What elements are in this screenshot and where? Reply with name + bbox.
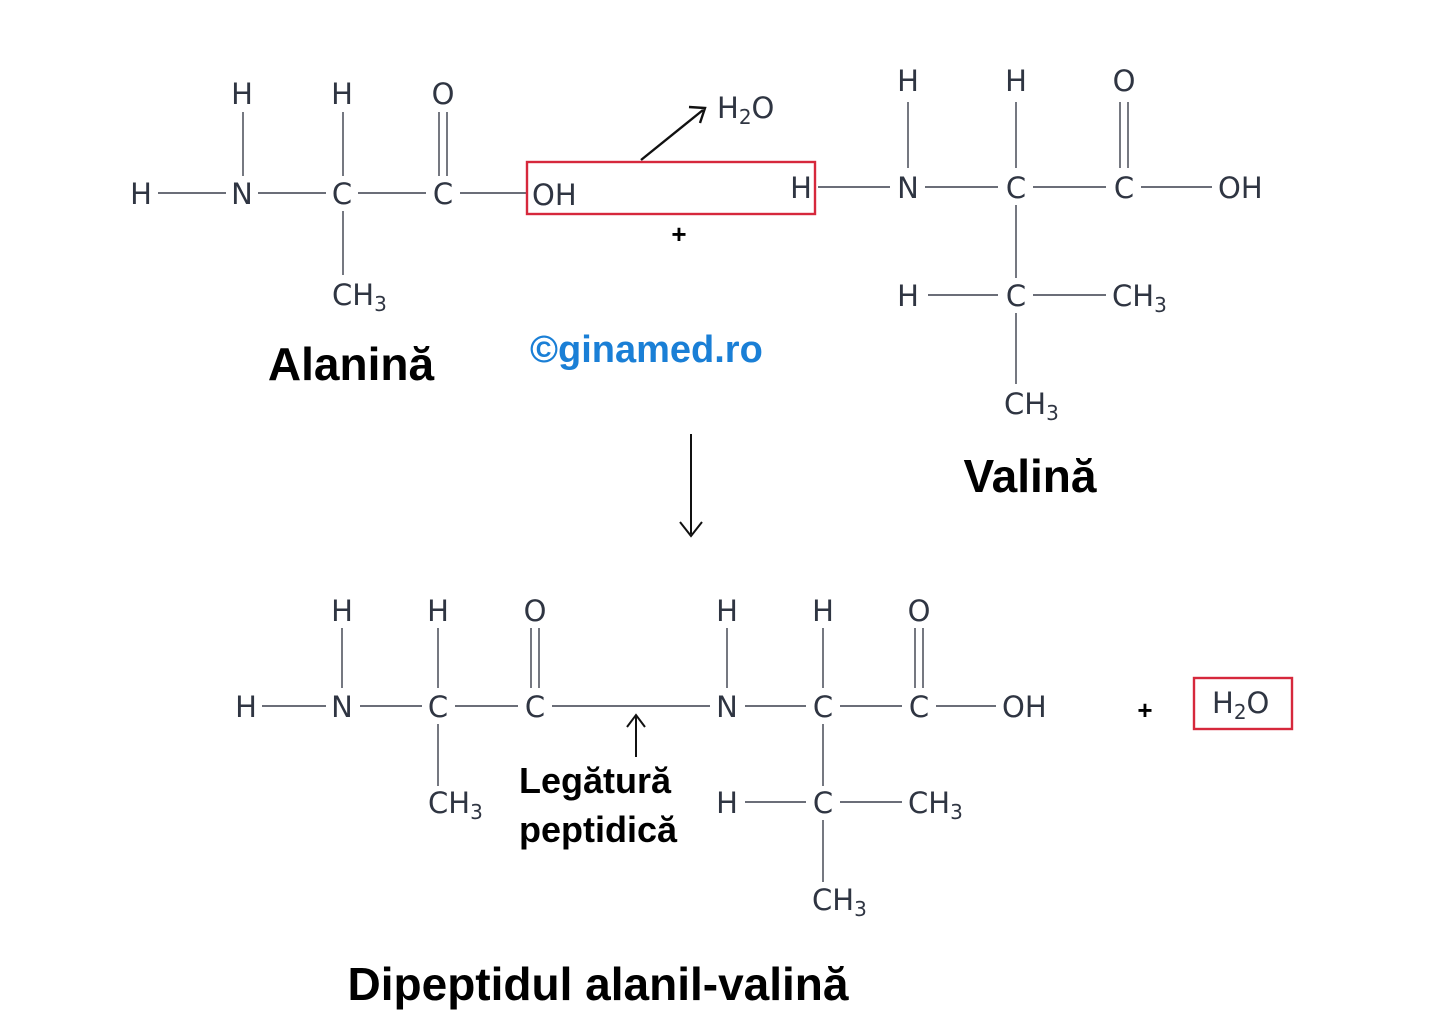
product-water-box xyxy=(1192,676,1294,731)
atom-ch3-down: CH3 xyxy=(1004,387,1059,425)
atom-h-side: H xyxy=(897,279,919,313)
atom-n: N xyxy=(897,171,919,205)
valine-name: Valină xyxy=(964,450,1097,502)
atom-h: H xyxy=(130,177,152,211)
water-release-arrowhead xyxy=(688,105,707,124)
atom-c-alpha: C xyxy=(1006,171,1026,205)
valine-structure: H N C C OH H H O H C CH3 CH3 xyxy=(790,64,1263,425)
dipeptide-structure: H N C C N C C OH H H O H H O CH3 H C CH3… xyxy=(235,594,1047,921)
atom-c4: C xyxy=(909,690,929,724)
peptide-bond-label-line1: Legătură xyxy=(519,760,672,801)
atom-ch3: CH3 xyxy=(332,278,387,316)
peptide-bond-label-line2: peptidică xyxy=(519,809,678,850)
atom-c-alpha: C xyxy=(332,177,352,211)
atom-oh: OH xyxy=(1002,690,1047,724)
atom-n2: N xyxy=(716,690,738,724)
peptide-bond-pointer-head xyxy=(626,713,646,728)
atom-c5: C xyxy=(813,786,833,820)
water-leaving-highlight xyxy=(525,160,817,216)
atom-h-c5: H xyxy=(716,786,738,820)
atom-o: O xyxy=(1113,64,1136,98)
atom-c3: C xyxy=(813,690,833,724)
atom-h-c3: H xyxy=(812,594,834,628)
product-water: H2O xyxy=(1212,686,1269,724)
atom-n1: N xyxy=(331,690,353,724)
atom-ch3-side: CH3 xyxy=(1112,279,1167,317)
reaction-arrowhead xyxy=(679,521,703,538)
atom-n: N xyxy=(231,177,253,211)
alanine-structure: H N C C H H O OH CH3 xyxy=(130,77,577,316)
atom-h-terminal: H xyxy=(235,690,257,724)
atom-oh: OH xyxy=(1218,171,1263,205)
atom-c-carboxyl: C xyxy=(433,177,453,211)
atom-h-c1: H xyxy=(427,594,449,628)
atom-h-n1: H xyxy=(331,594,353,628)
atom-c-side: C xyxy=(1006,279,1026,313)
atom-o: O xyxy=(432,77,455,111)
released-water: H2O xyxy=(717,91,774,129)
atom-ch3-c1: CH3 xyxy=(428,786,483,824)
atom-h-n: H xyxy=(897,64,919,98)
watermark: ©ginamed.ro xyxy=(530,329,763,371)
atom-c-carboxyl: C xyxy=(1114,171,1134,205)
dipeptide-name: Dipeptidul alanil-valină xyxy=(348,958,849,1010)
atom-oh: OH xyxy=(532,178,577,212)
atom-h-n: H xyxy=(231,77,253,111)
reactant-plus: + xyxy=(671,219,686,249)
atom-ch3-c5-side: CH3 xyxy=(908,786,963,824)
atom-h-n2: H xyxy=(716,594,738,628)
atom-h-c: H xyxy=(1005,64,1027,98)
atom-ch3-c5-down: CH3 xyxy=(812,883,867,921)
alanine-name: Alanină xyxy=(268,338,435,390)
atom-c1: C xyxy=(428,690,448,724)
atom-c2: C xyxy=(525,690,545,724)
atom-h-left: H xyxy=(790,171,812,205)
product-plus: + xyxy=(1137,695,1152,725)
atom-o-c2: O xyxy=(524,594,547,628)
atom-h-c: H xyxy=(331,77,353,111)
atom-o-c4: O xyxy=(908,594,931,628)
water-release-arrow xyxy=(640,109,704,161)
